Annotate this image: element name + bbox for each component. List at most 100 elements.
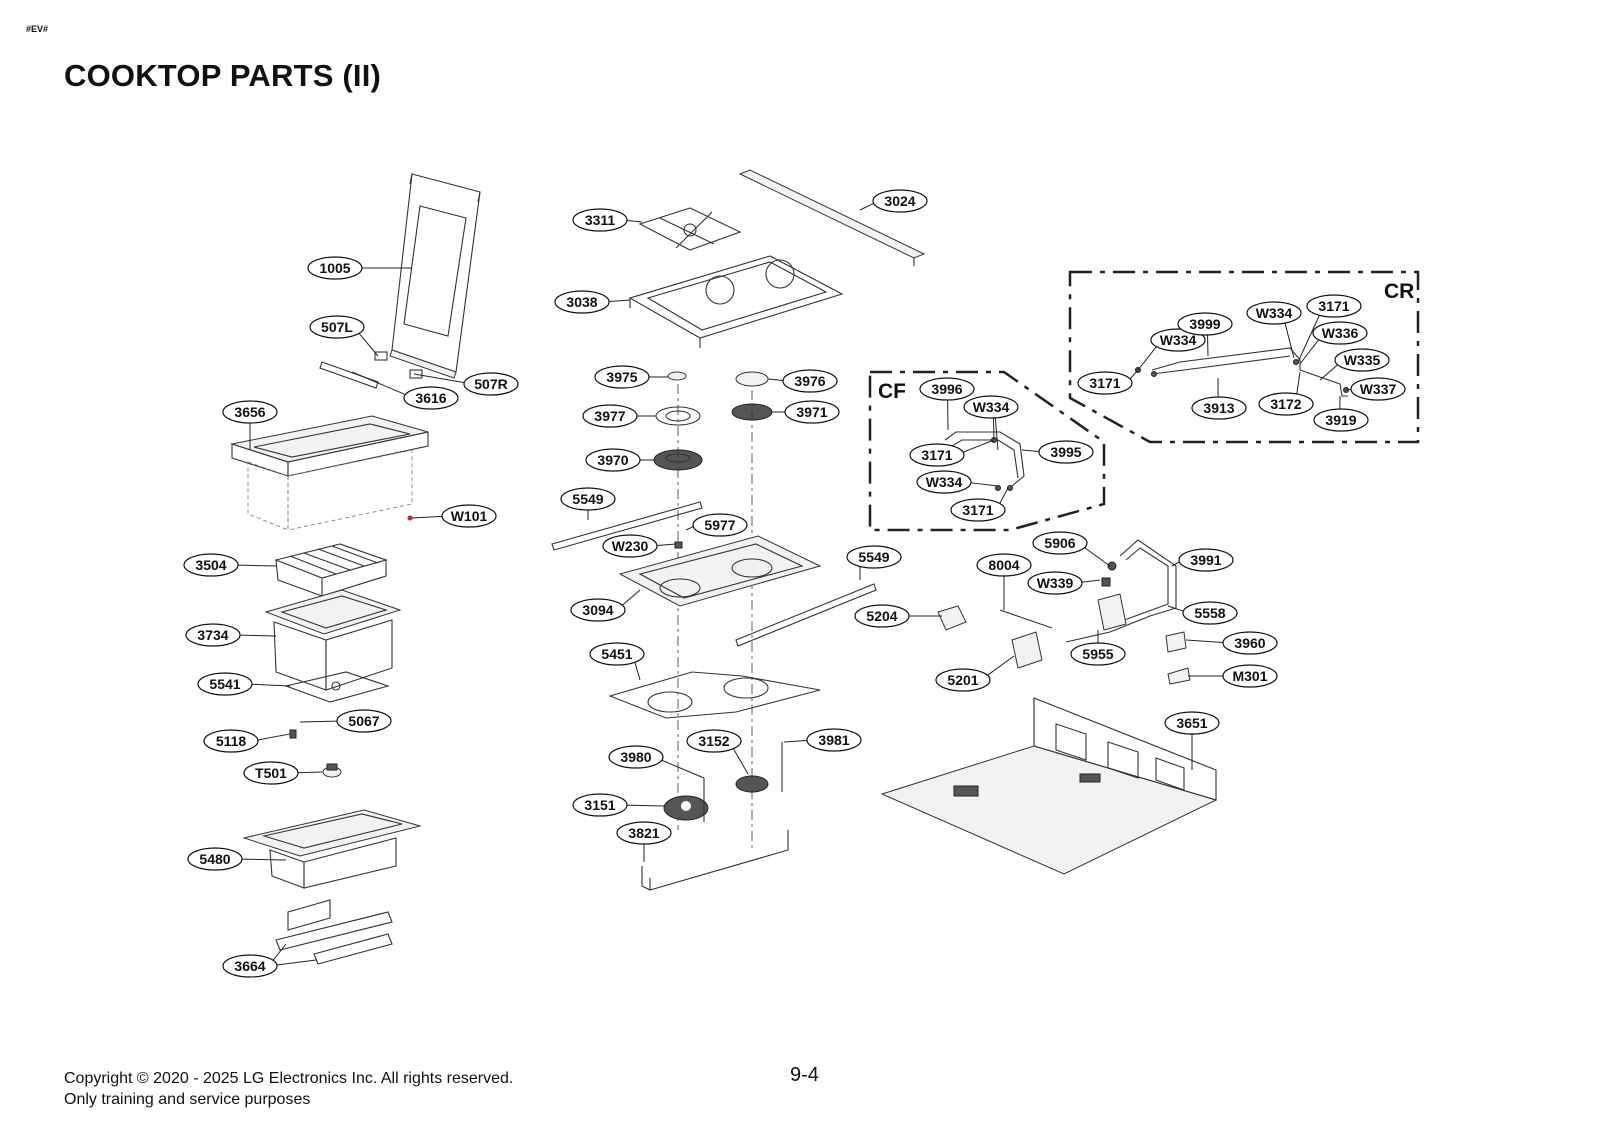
callout-part-number: W334: [1256, 305, 1293, 321]
part-callout-3821: 3821: [616, 821, 672, 845]
callout-leader-line: [859, 202, 874, 211]
callout-leader-line: [1167, 605, 1184, 612]
callout-part-number: 3152: [698, 733, 729, 749]
grill-rack: [274, 543, 388, 597]
callout-part-number: W337: [1360, 381, 1397, 397]
callout-oval: [602, 534, 658, 558]
callout-oval: [1077, 371, 1133, 395]
callout-part-number: 3151: [584, 797, 615, 813]
callout-part-number: 3094: [582, 602, 613, 618]
callout-leader-line: [783, 739, 808, 743]
callout-oval: [872, 189, 928, 213]
callout-oval: [919, 377, 975, 401]
heat-shield: [608, 671, 821, 719]
part-callout-3980: 3980: [608, 745, 664, 769]
callout-part-number: 5955: [1082, 646, 1113, 662]
callout-part-number: 3171: [1318, 298, 1349, 314]
callout-leader-line: [1129, 369, 1139, 380]
callout-oval: [784, 400, 840, 424]
callout-oval: [1070, 642, 1126, 666]
document-code: #EV#: [26, 24, 49, 34]
callout-part-number: 3981: [818, 732, 849, 748]
callout-oval: [686, 729, 742, 753]
callout-oval: [1312, 321, 1368, 345]
part-callout-5067: 5067: [336, 709, 392, 733]
callout-oval: [222, 954, 278, 978]
callout-part-number: 3980: [620, 749, 651, 765]
valves-and-regulators: [937, 605, 1191, 685]
callout-part-number: 3999: [1189, 316, 1220, 332]
callout-part-number: W339: [1037, 575, 1074, 591]
cr-group-box: [1068, 270, 1420, 444]
part-callout-3960: 3960: [1222, 631, 1278, 655]
burner-grate: [628, 255, 844, 348]
callout-oval: [1038, 440, 1094, 464]
callout-part-number: 3976: [794, 373, 825, 389]
callout-part-number: 3656: [234, 404, 265, 420]
grill-pan: [264, 589, 402, 691]
callout-part-number: 3664: [234, 958, 265, 974]
callout-leader-line: [661, 759, 705, 779]
burner-pan: [618, 535, 822, 607]
callout-oval: [854, 604, 910, 628]
callout-part-number: M301: [1232, 668, 1267, 684]
usage-note: Only training and service purposes: [64, 1091, 311, 1108]
callout-part-number: 5549: [858, 549, 889, 565]
burner-base-assemblies: [663, 742, 783, 822]
center-grate: [638, 207, 742, 251]
callout-leader-line: [411, 515, 443, 519]
callout-leader-line: [237, 564, 277, 567]
part-callout-3651: 3651: [1164, 711, 1220, 735]
callout-oval: [185, 623, 241, 647]
part-callout-w334: W334: [1246, 301, 1302, 325]
part-callout-3919: 3919: [1313, 408, 1369, 432]
cr-gas-tubes: [1135, 347, 1349, 397]
callout-part-number: 8004: [988, 557, 1019, 573]
callout-leader-line: [608, 299, 631, 303]
callout-oval: [1313, 408, 1369, 432]
part-callout-3664: 3664: [222, 954, 278, 978]
callout-part-number: W334: [926, 474, 963, 490]
callout-part-number: 3311: [585, 212, 616, 228]
part-callout-t501: T501: [243, 761, 299, 785]
part-callout-507r: 507R: [463, 372, 519, 396]
callout-leader-line: [241, 858, 287, 861]
callout-leader-line: [1084, 547, 1111, 567]
callout-oval: [976, 553, 1032, 577]
part-callout-1005: 1005: [307, 256, 363, 280]
part-callout-5906: 5906: [1032, 531, 1088, 555]
callout-oval: [336, 709, 392, 733]
callout-leader-line: [1345, 388, 1352, 391]
part-callout-5118: 5118: [203, 729, 259, 753]
callout-part-number: 3171: [921, 447, 952, 463]
callout-oval: [1350, 377, 1406, 401]
callout-part-number: 507R: [474, 376, 507, 392]
part-callout-5955: 5955: [1070, 642, 1126, 666]
part-callout-3995: 3995: [1038, 440, 1094, 464]
callout-part-number: 5549: [572, 491, 603, 507]
part-callout-3504: 3504: [183, 553, 239, 577]
callout-oval: [806, 728, 862, 752]
callout-part-number: 3038: [566, 294, 597, 310]
callout-part-number: 3821: [628, 825, 659, 841]
callout-oval: [782, 369, 838, 393]
callout-oval: [616, 821, 672, 845]
callout-part-number: W336: [1322, 325, 1359, 341]
callout-oval: [560, 487, 616, 511]
pan-insert: [284, 671, 390, 703]
base-chassis: [880, 697, 1218, 875]
callout-leader-line: [257, 737, 269, 741]
rear-trim-bar: [738, 169, 926, 266]
callout-part-number: 5118: [216, 733, 247, 749]
callout-part-number: 3919: [1325, 412, 1356, 428]
part-callout-5451: 5451: [589, 642, 645, 666]
part-callout-3913: 3913: [1191, 396, 1247, 420]
part-callout-3151: 3151: [572, 793, 628, 817]
part-callout-3172: 3172: [1258, 392, 1314, 416]
burner-bracket: [641, 830, 789, 891]
callout-oval: [1222, 631, 1278, 655]
callout-part-number: 3996: [931, 381, 962, 397]
callout-leader-line: [992, 417, 995, 441]
callout-oval: [403, 386, 459, 410]
callout-part-number: 5204: [866, 608, 897, 624]
